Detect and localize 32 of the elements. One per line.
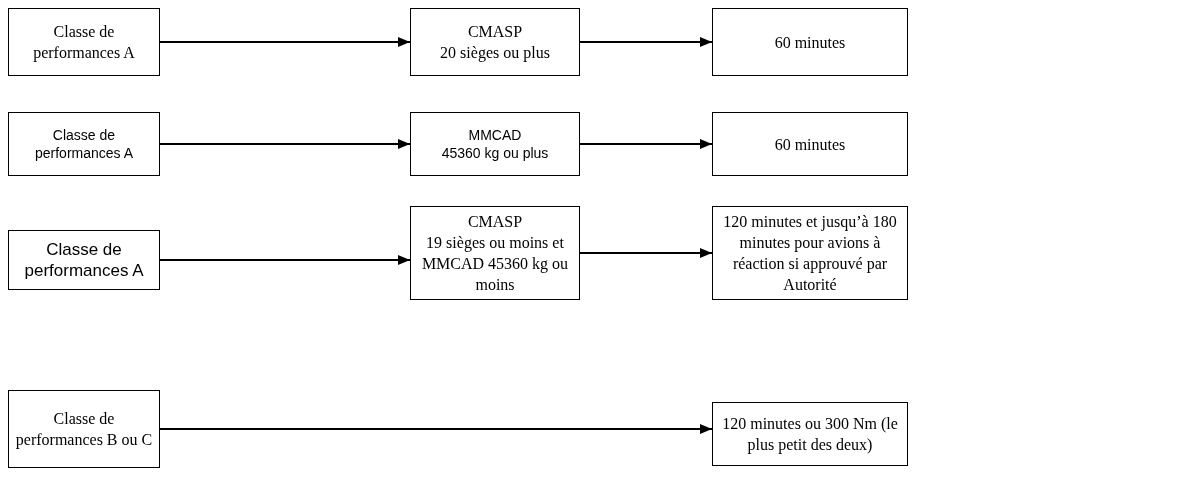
process-box bbox=[712, 8, 908, 76]
box-text: 19 sièges ou moins et MMCAD 45360 kg ou moins bbox=[420, 233, 570, 295]
process-box bbox=[712, 206, 908, 300]
process-box bbox=[410, 8, 580, 76]
process-box bbox=[410, 112, 580, 176]
box-text: 120 minutes ou 300 Nm (le plus petit des deux) bbox=[721, 414, 899, 455]
box-text: 45360 kg ou plus bbox=[441, 144, 549, 162]
box-text: MMCAD bbox=[468, 126, 522, 144]
box-text: Classe de performances A bbox=[33, 126, 135, 162]
arrow bbox=[159, 255, 411, 265]
process-box bbox=[8, 8, 160, 76]
box-text: 60 minutes bbox=[774, 32, 846, 53]
box-text: Classe de performances A bbox=[32, 22, 136, 63]
arrow bbox=[579, 139, 713, 149]
process-box bbox=[712, 402, 908, 466]
box-text: 60 minutes bbox=[774, 134, 846, 155]
box-text: 120 minutes et jusqu’à 180 minutes pour avions à réaction si approuvé par Autorité bbox=[722, 212, 898, 295]
arrow bbox=[159, 424, 713, 434]
box-text: CMASP bbox=[467, 22, 523, 42]
box-text: Classe de performances B ou C bbox=[14, 409, 154, 450]
arrow bbox=[159, 139, 411, 149]
process-box bbox=[8, 390, 160, 468]
process-box bbox=[712, 112, 908, 176]
arrow bbox=[579, 37, 713, 47]
process-box bbox=[8, 230, 160, 290]
box-text: Classe de performances A bbox=[23, 239, 145, 281]
arrow bbox=[159, 37, 411, 47]
arrow bbox=[579, 248, 713, 258]
process-box bbox=[8, 112, 160, 176]
box-text: CMASP bbox=[467, 212, 523, 232]
process-box bbox=[410, 206, 580, 300]
box-text: 20 sièges ou plus bbox=[440, 43, 550, 63]
